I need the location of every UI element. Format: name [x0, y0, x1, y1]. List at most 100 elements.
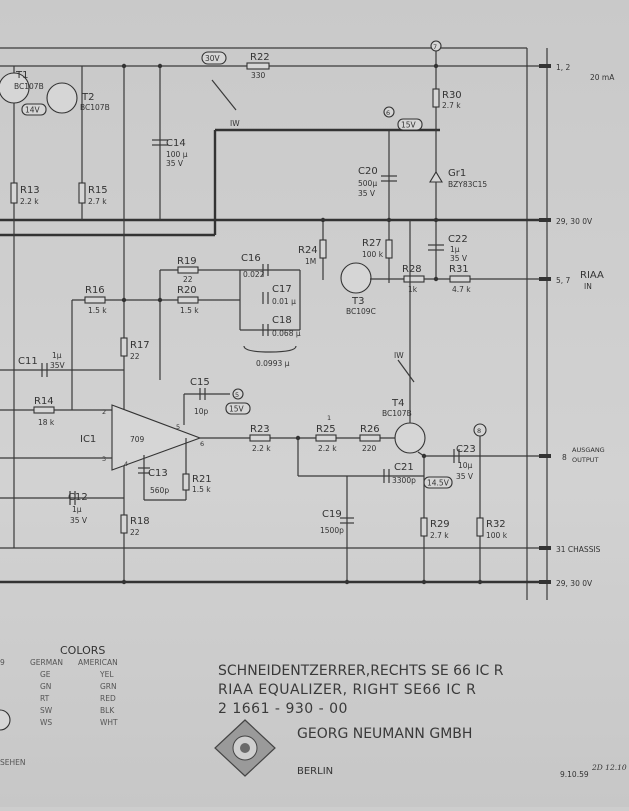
v15b-badge — [225, 402, 251, 415]
conn-20ma: 20 mA — [590, 73, 615, 82]
color-german-4: WS — [40, 718, 52, 727]
r30-label: R30 — [442, 90, 462, 101]
conn-5-7: 5, 7 — [556, 276, 571, 285]
r14-val: 18 k — [38, 418, 55, 427]
v30-text: 30V — [205, 54, 221, 63]
c23-label: C23 — [456, 444, 476, 455]
r24-label: R24 — [298, 245, 318, 256]
r30-val: 2.7 k — [442, 101, 461, 110]
r25-wiper: 1 — [327, 414, 331, 422]
transistor-t3 — [340, 262, 372, 294]
c22-val: 1µ — [450, 245, 460, 254]
junction-dot — [386, 217, 392, 223]
color-american-0: YEL — [99, 670, 114, 679]
resistor-r18 — [120, 514, 128, 534]
title-line-2: RIAA EQUALIZER, RIGHT SE66 IC R — [218, 682, 476, 698]
colors-title: COLORS — [60, 644, 105, 657]
node-5-text: 5 — [235, 391, 239, 399]
c16-val: 0.022 — [243, 270, 265, 279]
junction-dot — [433, 63, 439, 69]
node-8-text: 8 — [477, 427, 481, 435]
junction-dot — [295, 435, 301, 441]
color-german-1: GN — [40, 682, 51, 691]
ausgang-label: AUSGANG — [572, 446, 605, 454]
c17-val: 0.01 µ — [272, 297, 296, 306]
c15-val: 10p — [194, 407, 209, 416]
c22-label: C22 — [448, 234, 468, 245]
junction-dot — [477, 579, 483, 585]
resistor-r21 — [182, 473, 190, 491]
r25-label: R25 — [316, 424, 336, 435]
pin-6: 6 — [200, 440, 204, 448]
r28-label: R28 — [402, 264, 422, 275]
r28-val: 1k — [408, 285, 418, 294]
gr1-type: BZY83C15 — [448, 180, 487, 189]
node-6-text: 6 — [386, 109, 390, 117]
c11-label: C11 — [18, 356, 38, 367]
r13-label: R13 — [20, 185, 40, 196]
r20-label: R20 — [177, 285, 197, 296]
c13-val: 560p — [150, 486, 169, 495]
resistor-r22 — [246, 62, 270, 70]
junction-dot — [344, 579, 350, 585]
c19-label: C19 — [322, 509, 342, 520]
resistor-r26 — [359, 434, 381, 442]
junction-dot — [157, 297, 163, 303]
r29-label: R29 — [430, 519, 450, 530]
connector-pin — [539, 277, 551, 281]
connector-pin — [539, 64, 551, 68]
colors-german-header: GERMAN — [30, 658, 63, 667]
c14-val: 100 µ — [166, 150, 188, 159]
v15b-text: 15V — [229, 405, 245, 414]
iw1-arrow — [211, 79, 237, 111]
c12-val: 1µ — [72, 505, 82, 514]
iw2-arrow — [397, 359, 415, 383]
conn-29-30-upper: 29, 30 0V — [556, 217, 593, 226]
drawing-date: 9.10.59 — [560, 770, 589, 779]
r31-val: 4.7 k — [452, 285, 471, 294]
iw1-text: IW — [230, 119, 240, 128]
c17-label: C17 — [272, 284, 292, 295]
r16-val: 1.5 k — [88, 306, 107, 315]
resistor-r13 — [10, 182, 18, 204]
c16-label: C16 — [241, 253, 261, 264]
junction-dot — [320, 217, 326, 223]
c14-label: C14 — [166, 138, 186, 149]
cnet-sum: 0.0993 µ — [256, 359, 290, 368]
pin-3: 3 — [102, 455, 106, 463]
r32-val: 100 k — [486, 531, 508, 540]
r15-label: R15 — [88, 185, 108, 196]
r17-label: R17 — [130, 340, 150, 351]
c13-label: C13 — [148, 468, 168, 479]
riaa-in-label: IN — [584, 282, 592, 291]
transistor-t2 — [46, 82, 78, 114]
c18-val: 0.068 µ — [272, 329, 301, 338]
v14-text: 14V — [25, 106, 41, 115]
connector-pin — [539, 546, 551, 550]
transistor-t4 — [394, 422, 426, 454]
colors-american-header: AMERICAN — [78, 658, 118, 667]
r23-val: 2.2 k — [252, 444, 271, 453]
node-5 — [232, 388, 244, 400]
color-american-4: WHT — [100, 718, 118, 727]
r19-label: R19 — [177, 256, 197, 267]
junction-dot — [157, 63, 163, 69]
company-city: BERLIN — [297, 766, 333, 777]
c23-val: 10µ — [458, 461, 473, 470]
ic1-label: IC1 — [80, 434, 96, 445]
connector-pin — [539, 218, 551, 222]
conn-chassis: 31 CHASSIS — [556, 545, 601, 554]
c22-voltage: 35 V — [450, 254, 468, 263]
color-american-1: GRN — [100, 682, 117, 691]
v145-text: 14.5V — [427, 479, 450, 488]
v15a-text: 15V — [401, 121, 417, 130]
r13-val: 2.2 k — [20, 197, 39, 206]
r24-val: 1M — [305, 257, 316, 266]
r16-label: R16 — [85, 285, 105, 296]
iw2-text: IW — [394, 351, 404, 360]
riaa-label: RIAA — [580, 270, 604, 281]
v30-badge — [201, 51, 227, 65]
r15-val: 2.7 k — [88, 197, 107, 206]
c23-voltage: 35 V — [456, 472, 474, 481]
